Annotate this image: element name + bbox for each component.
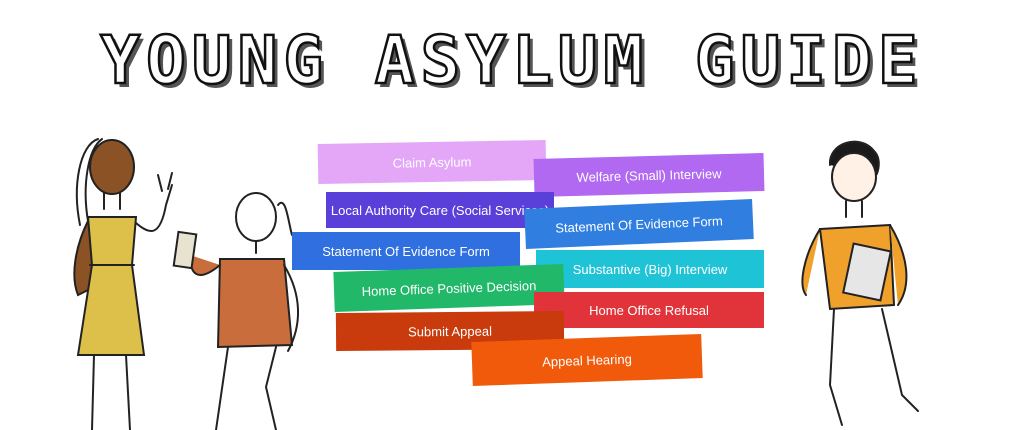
- boy-illustration: [790, 125, 940, 430]
- step-statement-evidence-form-right-button[interactable]: Statement Of Evidence Form: [524, 199, 754, 249]
- step-label: Home Office Positive Decision: [361, 277, 537, 299]
- step-welfare-interview-button[interactable]: Welfare (Small) Interview: [533, 152, 765, 198]
- step-label: Substantive (Big) Interview: [572, 261, 728, 277]
- step-label: Statement Of Evidence Form: [322, 243, 490, 259]
- step-local-authority-care-button[interactable]: Local Authority Care (Social Services): [326, 192, 554, 228]
- step-statement-evidence-form-left-button[interactable]: Statement Of Evidence Form: [292, 232, 520, 270]
- step-label: Welfare (Small) Interview: [576, 165, 722, 185]
- step-claim-asylum-button[interactable]: Claim Asylum: [317, 140, 547, 184]
- step-substantive-interview-button[interactable]: Substantive (Big) Interview: [536, 250, 764, 288]
- step-label: Local Authority Care (Social Services): [330, 202, 550, 218]
- step-appeal-hearing-button[interactable]: Appeal Hearing: [471, 333, 703, 387]
- step-label: Home Office Refusal: [589, 302, 709, 318]
- site-title: YOUNG ASYLUM GUIDE: [99, 21, 924, 101]
- step-label: Statement Of Evidence Form: [554, 212, 724, 236]
- step-label: Appeal Hearing: [541, 350, 633, 370]
- step-label: Claim Asylum: [392, 153, 472, 171]
- girls-illustration: [40, 125, 320, 430]
- step-label: Submit Appeal: [408, 323, 492, 339]
- step-home-office-refusal-button[interactable]: Home Office Refusal: [534, 292, 764, 328]
- step-positive-decision-button[interactable]: Home Office Positive Decision: [333, 263, 565, 313]
